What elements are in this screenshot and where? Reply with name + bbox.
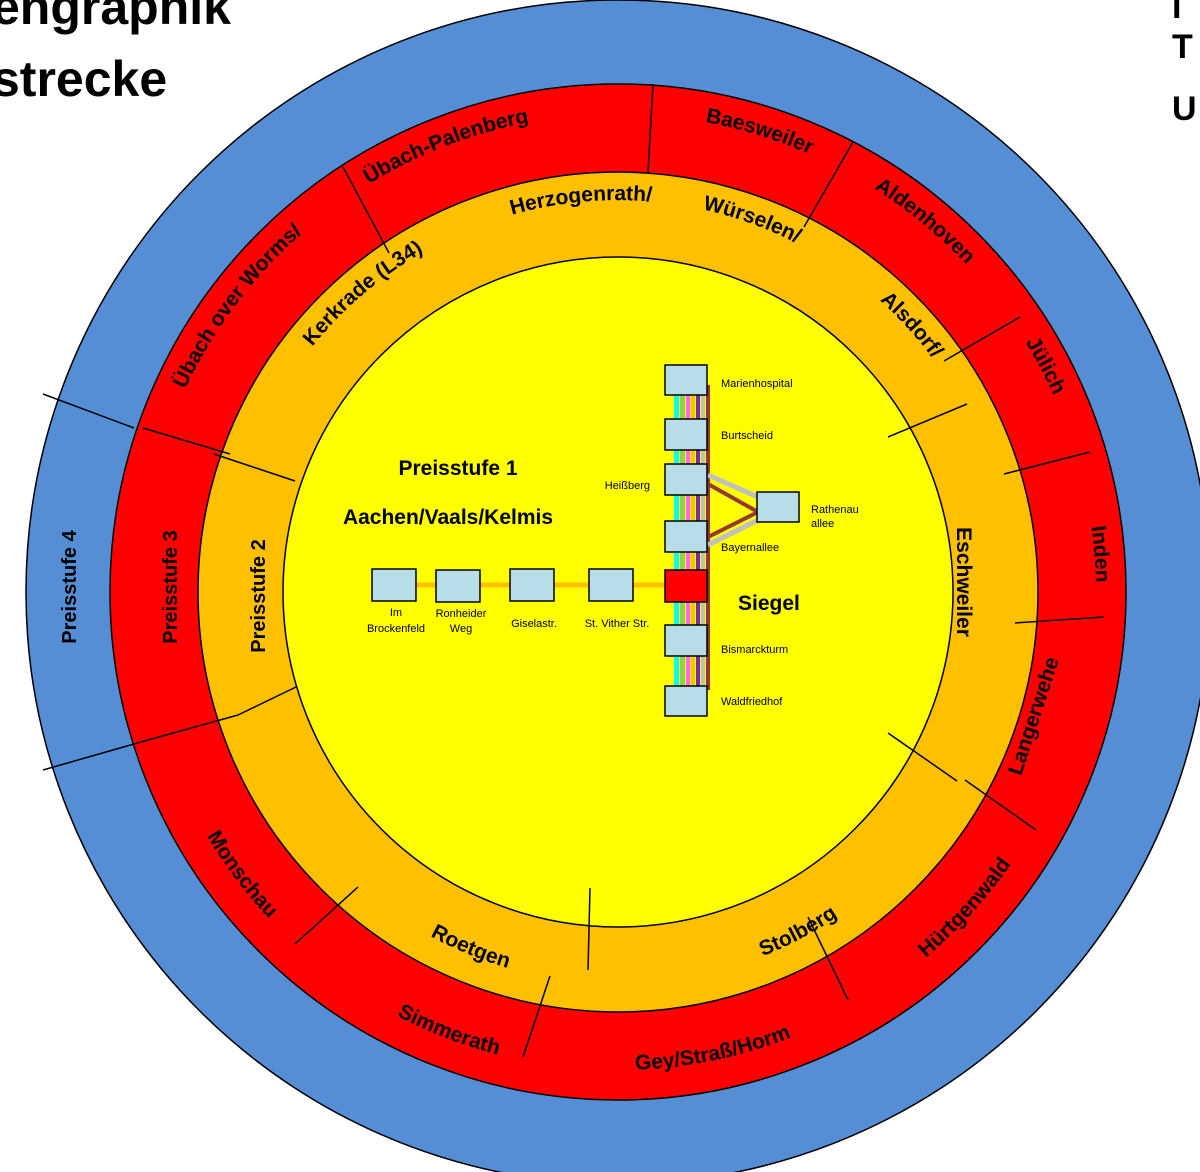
stop-label-rathenau-2: allee [811, 518, 834, 530]
divider-ps3-4 [943, 316, 1021, 362]
stop-st-vither-str [588, 568, 634, 602]
divider-ps2-5 [237, 686, 297, 716]
stop-heissberg [664, 463, 708, 496]
stops [371, 364, 800, 717]
divider-ps3-5 [1003, 451, 1091, 475]
label-preisstufe-2: Preisstufe 2 [248, 539, 270, 652]
branch-maroon-upper [707, 482, 759, 514]
stop-label-st-vither-str: St. Vither Str. [585, 618, 650, 630]
stop-marienhospital [664, 364, 708, 396]
stop-label-bayernallee: Bayernallee [721, 542, 779, 554]
stop-rathenauallee [756, 491, 800, 523]
stop-label-burtscheid: Burtscheid [721, 430, 773, 442]
right-header-fragment-2: T [1172, 28, 1193, 66]
divider-ps2-3 [887, 732, 958, 782]
stop-label-ronheider: Ronheider [436, 608, 487, 620]
divider-ps3-7 [964, 779, 1037, 831]
stop-ronheider-weg [435, 569, 481, 603]
right-header-fragment-1: I [1172, 0, 1182, 26]
divider-ps3-6 [1014, 616, 1105, 624]
stop-label-giselastr: Giselastr. [511, 618, 557, 630]
stop-bayernallee [664, 520, 708, 553]
right-header-fragment-3: U [1172, 90, 1197, 128]
label-preisstufe-3: Preisstufe 3 [160, 530, 182, 643]
title-line-2: strecke [0, 51, 168, 107]
ring2-label-eschweiler: Eschweiler [952, 527, 975, 637]
divider-ps3-1 [342, 166, 390, 254]
divider-ps4-bottom [42, 739, 149, 771]
divider-ps3-10 [294, 886, 359, 945]
branch-maroon-lower [707, 510, 759, 539]
stop-label-siegel: Siegel [738, 592, 800, 615]
divider-ps3-9 [522, 975, 551, 1058]
route-line-maroon [706, 385, 710, 690]
title-line-1: engraphik [0, 0, 231, 35]
divider-ps3-2 [647, 83, 654, 174]
stop-label-bismarckturm: Bismarckturm [721, 644, 788, 656]
stop-im-brockenfeld [371, 568, 417, 602]
label-preisstufe-1: Preisstufe 1 [398, 457, 517, 480]
stop-label-rathenau-1: Rathenau [811, 504, 859, 516]
divider-ps2-1 [213, 453, 296, 482]
stop-giselastr [509, 568, 555, 602]
divider-ps2-2 [887, 403, 968, 438]
ring3-label-inden: Inden [1087, 524, 1114, 582]
divider-ps3-3 [803, 141, 854, 228]
stop-bismarckturm [664, 624, 708, 657]
stop-label-weg: Weg [450, 623, 472, 635]
stop-burtscheid [664, 418, 708, 451]
stop-label-heissberg: Heißberg [605, 480, 650, 492]
divider-ps4-top [42, 393, 135, 429]
label-preisstufe-4: Preisstufe 4 [59, 529, 81, 643]
stop-label-brockenfeld: Brockenfeld [367, 623, 425, 635]
stop-label-im: Im [390, 607, 402, 619]
label-preisstufe-1-area: Aachen/Vaals/Kelmis [343, 506, 553, 529]
branch-grey-upper [706, 472, 760, 500]
divider-ps3-12 [147, 714, 239, 741]
stop-siegel [664, 569, 708, 603]
stop-label-marienhospital: Marienhospital [721, 378, 793, 390]
branch-grey-lower [706, 517, 760, 548]
divider-ps3-8 [807, 916, 849, 1001]
stop-waldfriedhof [664, 685, 708, 717]
divider-ps3-11 [142, 427, 231, 455]
stop-label-waldfriedhof: Waldfriedhof [721, 696, 783, 708]
divider-ps2-4 [587, 887, 591, 971]
zone-dividers [42, 83, 1105, 1058]
